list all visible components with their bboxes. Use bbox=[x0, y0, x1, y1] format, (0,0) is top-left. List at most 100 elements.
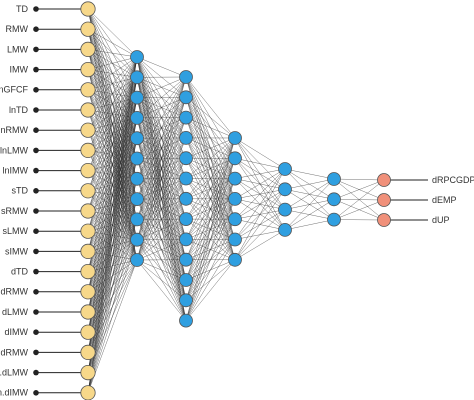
hidden-node bbox=[228, 151, 242, 166]
input-node bbox=[80, 364, 96, 381]
hidden-node bbox=[179, 90, 193, 105]
input-label: sRMW bbox=[1, 206, 28, 216]
hidden-node bbox=[179, 232, 193, 247]
input-label: lnTD bbox=[9, 105, 29, 115]
hidden-node bbox=[278, 202, 292, 217]
input-label: lnGFCF bbox=[0, 85, 29, 95]
input-lead-dot bbox=[33, 208, 39, 214]
input-lead-dot bbox=[33, 228, 39, 234]
input-lead-dot bbox=[33, 289, 39, 295]
input-lead-dot bbox=[33, 66, 39, 73]
hidden-node bbox=[130, 151, 144, 166]
input-node bbox=[80, 223, 96, 239]
input-label: RMW bbox=[6, 24, 29, 34]
input-lead-dot bbox=[33, 349, 39, 356]
hidden-node bbox=[179, 212, 193, 227]
input-node bbox=[80, 385, 96, 400]
input-label: ln.dLMW bbox=[0, 367, 28, 377]
input-lead-dot bbox=[33, 26, 39, 32]
input-label: lnLMW bbox=[0, 145, 28, 155]
input-lead-dot bbox=[33, 167, 39, 174]
hidden-node bbox=[228, 212, 242, 227]
input-lead-dot bbox=[33, 309, 39, 315]
hidden-node bbox=[327, 172, 341, 186]
input-lead-dot bbox=[33, 268, 39, 275]
hidden-node bbox=[228, 131, 242, 145]
input-output-leads bbox=[33, 6, 428, 396]
input-node bbox=[80, 183, 96, 199]
hidden-node bbox=[130, 111, 144, 125]
hidden-node bbox=[130, 192, 144, 207]
input-lead-dot bbox=[33, 390, 39, 396]
hidden-node bbox=[130, 253, 144, 267]
hidden-node bbox=[179, 191, 193, 206]
input-node bbox=[80, 344, 96, 360]
input-node bbox=[80, 122, 96, 138]
input-label: LMW bbox=[7, 44, 29, 54]
input-label: dTD bbox=[11, 266, 29, 276]
hidden-node bbox=[130, 50, 144, 64]
output-label: dEMP bbox=[432, 195, 457, 205]
hidden-node bbox=[179, 293, 193, 308]
network-nodes bbox=[80, 1, 391, 400]
hidden-node bbox=[179, 252, 193, 267]
input-node bbox=[80, 263, 96, 280]
input-lead-dot bbox=[33, 87, 39, 93]
input-label: dRMW bbox=[1, 287, 29, 297]
input-lead-dot bbox=[33, 127, 39, 133]
output-label: dRPCGDP bbox=[432, 175, 474, 185]
input-label: dLMW bbox=[2, 307, 29, 317]
hidden-node bbox=[228, 191, 242, 206]
hidden-node bbox=[228, 171, 242, 186]
hidden-node bbox=[179, 110, 193, 125]
hidden-node bbox=[278, 222, 292, 237]
hidden-node bbox=[327, 212, 341, 227]
hidden-node bbox=[327, 192, 341, 207]
input-label: dIMW bbox=[5, 327, 29, 337]
input-label: sIMW bbox=[5, 246, 28, 256]
hidden-node bbox=[278, 182, 292, 197]
output-node bbox=[377, 193, 391, 207]
input-node bbox=[80, 142, 96, 158]
input-label: sLMW bbox=[3, 226, 29, 236]
hidden-node bbox=[228, 232, 242, 247]
output-node bbox=[377, 213, 391, 227]
node-labels: TD RMW LMW IMW lnGFCF lnTD lnRMW lnLMW lnIMW sTD s… bbox=[0, 4, 474, 398]
input-node bbox=[80, 82, 96, 98]
hidden-node bbox=[179, 70, 193, 84]
input-node bbox=[80, 324, 96, 340]
input-label: ln.dIMW bbox=[0, 388, 28, 398]
input-lead-dot bbox=[33, 46, 39, 53]
input-node bbox=[80, 21, 96, 37]
input-label: TD bbox=[16, 4, 28, 14]
input-label: sTD bbox=[12, 186, 29, 196]
hidden-node bbox=[130, 212, 144, 227]
input-node bbox=[80, 102, 96, 118]
input-label: IMW bbox=[10, 64, 29, 74]
input-node bbox=[80, 163, 96, 179]
input-label: lnRMW bbox=[0, 125, 29, 135]
input-lead-dot bbox=[33, 188, 39, 194]
input-label: ln.dRMW bbox=[0, 347, 28, 357]
input-lead-dot bbox=[33, 248, 39, 255]
hidden-node bbox=[130, 171, 144, 186]
output-label: dUP bbox=[432, 215, 450, 225]
hidden-node bbox=[130, 90, 144, 105]
hidden-node bbox=[130, 232, 144, 247]
hidden-node bbox=[179, 171, 193, 186]
hidden-node bbox=[130, 70, 144, 85]
input-node bbox=[80, 304, 96, 320]
input-lead-dot bbox=[33, 369, 39, 376]
input-node bbox=[80, 203, 96, 219]
hidden-node bbox=[179, 273, 193, 287]
input-lead-dot bbox=[33, 107, 39, 113]
input-node bbox=[80, 41, 96, 58]
hidden-node bbox=[130, 131, 144, 146]
input-lead-dot bbox=[33, 6, 39, 12]
input-node bbox=[80, 1, 96, 17]
hidden-node bbox=[228, 252, 242, 267]
input-label: lnIMW bbox=[3, 165, 29, 175]
connection-edges bbox=[87, 8, 385, 393]
hidden-node bbox=[179, 151, 193, 166]
